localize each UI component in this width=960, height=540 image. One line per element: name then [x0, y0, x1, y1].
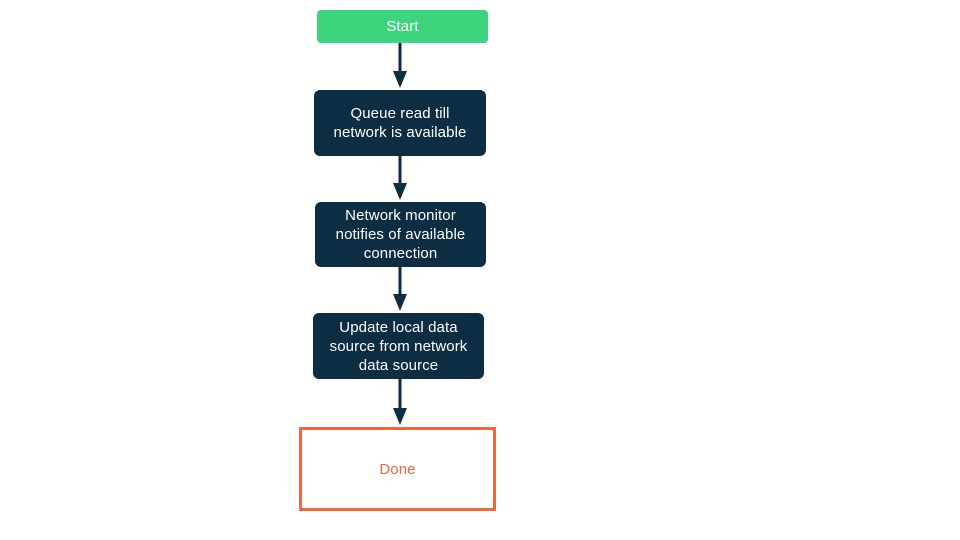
node-update-local-data-source[interactable]: Update local data source from network da…	[313, 313, 484, 379]
node-done-label: Done	[379, 460, 416, 478]
node-network-monitor[interactable]: Network monitor notifies of available co…	[315, 202, 486, 267]
node-update-local-data-source-label: Update local data source from network da…	[329, 318, 468, 374]
arrow-down-icon	[393, 156, 407, 200]
arrow-down-icon	[393, 267, 407, 311]
node-queue-read-label: Queue read till network is available	[333, 105, 467, 141]
arrow-network-monitor-to-update-local	[391, 267, 409, 313]
arrow-down-icon	[393, 43, 407, 88]
node-done[interactable]: Done	[299, 427, 496, 511]
node-start-label: Start	[386, 18, 419, 35]
node-network-monitor-label: Network monitor notifies of available co…	[335, 207, 466, 262]
arrow-down-icon	[393, 379, 407, 425]
arrow-update-local-to-done	[391, 379, 409, 427]
node-queue-read[interactable]: Queue read till network is available	[314, 90, 486, 156]
arrow-start-to-queue-read	[391, 43, 409, 90]
node-start[interactable]: Start	[317, 10, 488, 43]
arrow-queue-read-to-network-monitor	[391, 156, 409, 202]
